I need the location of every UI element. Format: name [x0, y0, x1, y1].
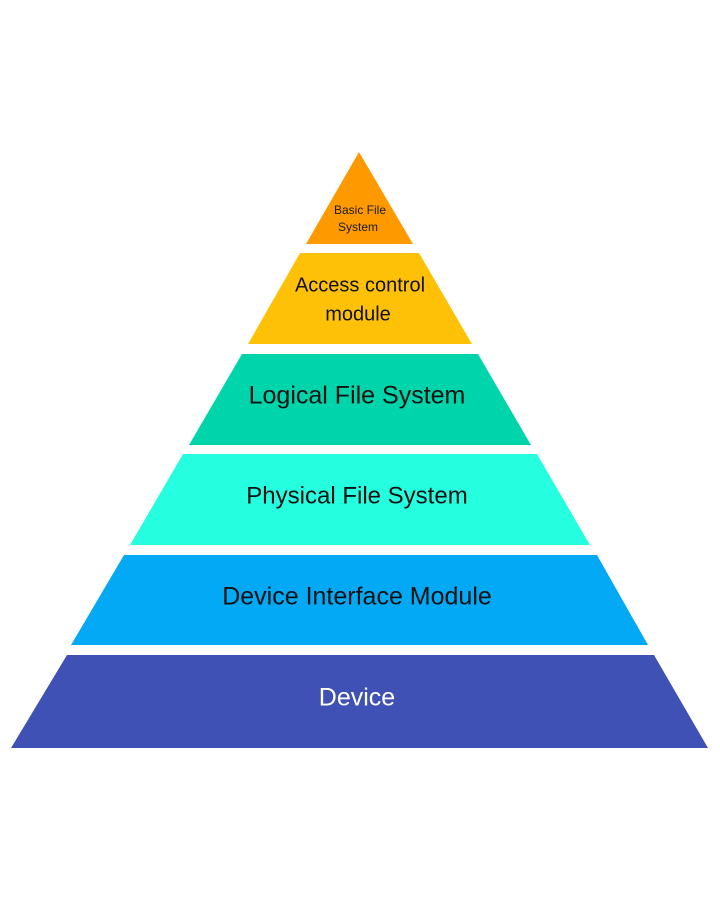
level-label: module [325, 303, 391, 325]
level-basic-file-system: Basic File System [306, 152, 413, 244]
level-shape [130, 454, 590, 545]
level-shape [71, 555, 648, 645]
level-label: Logical File System [249, 382, 466, 410]
level-label: System [338, 220, 378, 234]
level-access-control-module: Access control module [248, 253, 472, 344]
level-label: Basic File [334, 203, 386, 217]
level-label: Device Interface Module [222, 583, 492, 611]
level-shape [248, 253, 472, 344]
level-logical-file-system: Logical File System [189, 354, 531, 445]
level-shape [11, 655, 708, 748]
level-device-interface-module: Device Interface Module [71, 555, 648, 645]
level-shape [306, 152, 413, 244]
level-label: Physical File System [246, 482, 467, 509]
level-shape [189, 354, 531, 445]
level-device: Device [11, 655, 708, 748]
level-label: Access control [295, 274, 425, 296]
level-label: Device [319, 684, 395, 712]
level-physical-file-system: Physical File System [130, 454, 590, 545]
